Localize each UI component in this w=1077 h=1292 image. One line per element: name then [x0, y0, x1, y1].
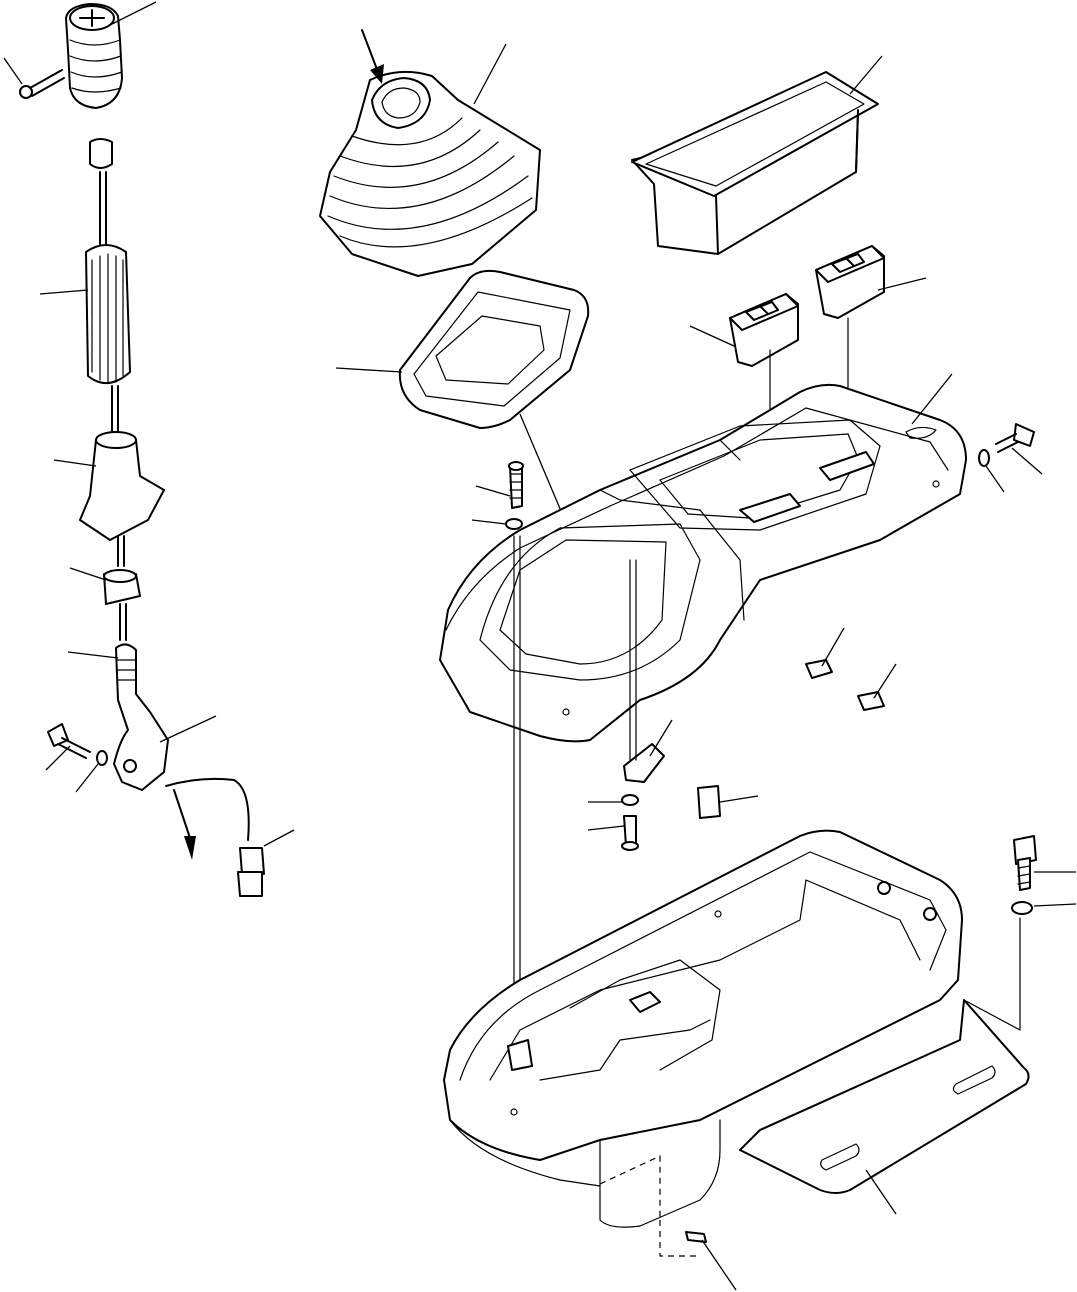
rocker-switch-right	[815, 245, 927, 459]
small-clip-bottom	[659, 1220, 737, 1291]
rubber-boot	[319, 29, 541, 277]
mounting-plate	[739, 999, 1030, 1215]
rocker-switch-left	[689, 293, 799, 501]
clips	[623, 559, 897, 819]
console-cover	[439, 373, 967, 743]
shift-knob	[65, 1, 157, 109]
bolts-washers	[963, 835, 1077, 1031]
lower-screw-and-washer	[587, 794, 639, 851]
knob-screw	[3, 57, 65, 99]
boot-frame	[335, 269, 590, 557]
shift-lever-rod	[89, 138, 127, 641]
bolt-washer-right	[978, 423, 1043, 493]
bolt-washer-left	[45, 723, 108, 793]
monitor-panel	[631, 55, 883, 255]
lever-nut	[69, 567, 141, 605]
lever-switch-assembly	[67, 643, 217, 860]
cover-screw-and-washer	[471, 461, 524, 1041]
lever-boot-lower	[53, 431, 165, 541]
console-box	[443, 829, 963, 1228]
lever-grip	[39, 244, 131, 384]
connector	[165, 777, 295, 897]
